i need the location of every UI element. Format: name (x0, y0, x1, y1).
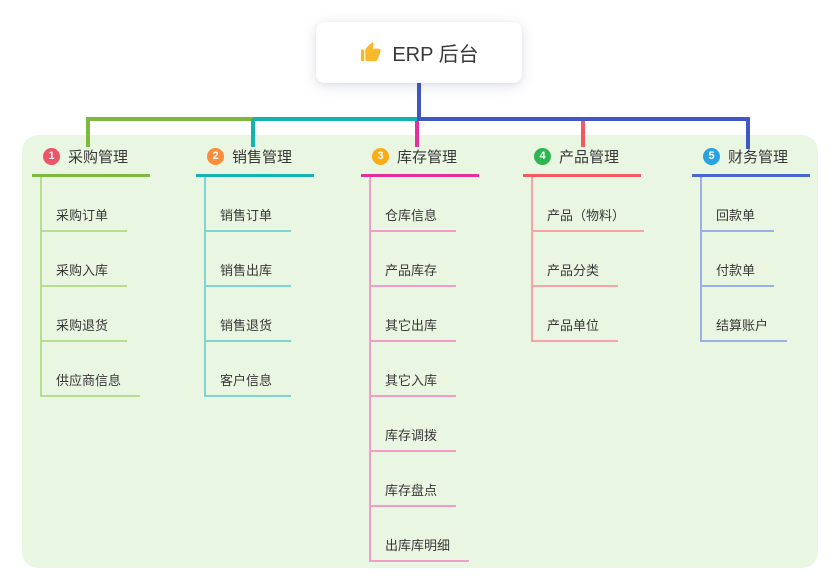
branch-finance: 5 财务管理 回款单付款单结算账户 (692, 146, 810, 342)
mindmap-item[interactable]: 产品库存 (371, 232, 457, 287)
mindmap-item-label: 销售订单 (220, 208, 273, 223)
mindmap-item-label: 采购入库 (56, 263, 109, 278)
mindmap-item[interactable]: 销售出库 (206, 232, 292, 287)
branch-header[interactable]: 4 产品管理 (523, 146, 641, 177)
branch-purchase: 1 采购管理 采购订单采购入库采购退货供应商信息 (32, 146, 150, 397)
mindmap-item-label: 其它入库 (385, 373, 438, 388)
mindmap-item[interactable]: 产品单位 (533, 287, 619, 342)
mindmap-item-label: 供应商信息 (56, 373, 122, 388)
mindmap-item[interactable]: 结算账户 (702, 287, 788, 342)
branch-items: 采购订单采购入库采购退货供应商信息 (40, 177, 141, 397)
mindmap-item[interactable]: 仓库信息 (371, 177, 457, 232)
mindmap-item-label: 回款单 (716, 208, 756, 223)
branch-number-badge: 4 (534, 148, 551, 165)
mindmap-item[interactable]: 出库库明细 (371, 507, 470, 562)
branch-items: 仓库信息产品库存其它出库其它入库库存调拨库存盘点出库库明细 (369, 177, 470, 562)
mindmap-item-label: 付款单 (716, 263, 756, 278)
mindmap-item-label: 产品（物料） (547, 208, 626, 223)
mindmap-item-label: 结算账户 (716, 318, 769, 333)
branch-items: 回款单付款单结算账户 (700, 177, 788, 342)
branch-header[interactable]: 2 销售管理 (196, 146, 314, 177)
branch-header[interactable]: 5 财务管理 (692, 146, 810, 177)
branch-header[interactable]: 1 采购管理 (32, 146, 150, 177)
mindmap-item[interactable]: 采购退货 (42, 287, 128, 342)
mindmap-item-label: 其它出库 (385, 318, 438, 333)
mindmap-item-label: 销售退货 (220, 318, 273, 333)
branch-label: 财务管理 (728, 149, 789, 166)
mindmap-item[interactable]: 客户信息 (206, 342, 292, 397)
thumbs-up-icon (361, 41, 381, 62)
branch-label: 库存管理 (397, 149, 458, 166)
mindmap-item[interactable]: 采购订单 (42, 177, 128, 232)
branch-label: 销售管理 (232, 149, 293, 166)
branch-header[interactable]: 3 库存管理 (361, 146, 479, 177)
branch-sales: 2 销售管理 销售订单销售出库销售退货客户信息 (196, 146, 314, 397)
mindmap-item[interactable]: 回款单 (702, 177, 775, 232)
root-node-label: ERP 后台 (392, 44, 479, 66)
mindmap-item-label: 产品分类 (547, 263, 600, 278)
branch-inventory: 3 库存管理 仓库信息产品库存其它出库其它入库库存调拨库存盘点出库库明细 (361, 146, 479, 562)
branch-product: 4 产品管理 产品（物料） 产品分类产品单位 (523, 146, 645, 342)
mindmap-item[interactable]: 销售订单 (206, 177, 292, 232)
mindmap-item[interactable]: 库存盘点 (371, 452, 457, 507)
branch-number-badge: 2 (207, 148, 224, 165)
mindmap-item[interactable]: 付款单 (702, 232, 775, 287)
branch-label: 产品管理 (559, 149, 620, 166)
mindmap-item[interactable]: 库存调拨 (371, 397, 457, 452)
mindmap-item[interactable]: 供应商信息 (42, 342, 141, 397)
mindmap-item[interactable]: 采购入库 (42, 232, 128, 287)
mindmap-item-label: 客户信息 (220, 373, 273, 388)
mindmap-item[interactable]: 产品分类 (533, 232, 619, 287)
mindmap-item-label: 产品单位 (547, 318, 600, 333)
mindmap-item-label: 库存调拨 (385, 428, 438, 443)
root-node[interactable]: ERP 后台 (316, 22, 522, 83)
mindmap-item[interactable]: 产品（物料） (533, 177, 645, 232)
branch-number-badge: 5 (703, 148, 720, 165)
branch-number-badge: 1 (43, 148, 60, 165)
branch-items: 销售订单销售出库销售退货客户信息 (204, 177, 292, 397)
branch-label: 采购管理 (68, 149, 129, 166)
mindmap-item-label: 采购退货 (56, 318, 109, 333)
mindmap-item-label: 销售出库 (220, 263, 273, 278)
mindmap-item-label: 采购订单 (56, 208, 109, 223)
mindmap-item[interactable]: 其它入库 (371, 342, 457, 397)
branch-number-badge: 3 (372, 148, 389, 165)
mindmap-item-label: 产品库存 (385, 263, 438, 278)
mindmap-item[interactable]: 其它出库 (371, 287, 457, 342)
mindmap-item-label: 库存盘点 (385, 483, 438, 498)
mindmap-item-label: 仓库信息 (385, 208, 438, 223)
mindmap-item[interactable]: 销售退货 (206, 287, 292, 342)
mindmap-item-label: 出库库明细 (385, 538, 451, 553)
branch-items: 产品（物料） 产品分类产品单位 (531, 177, 645, 342)
mindmap-panel (22, 135, 818, 568)
